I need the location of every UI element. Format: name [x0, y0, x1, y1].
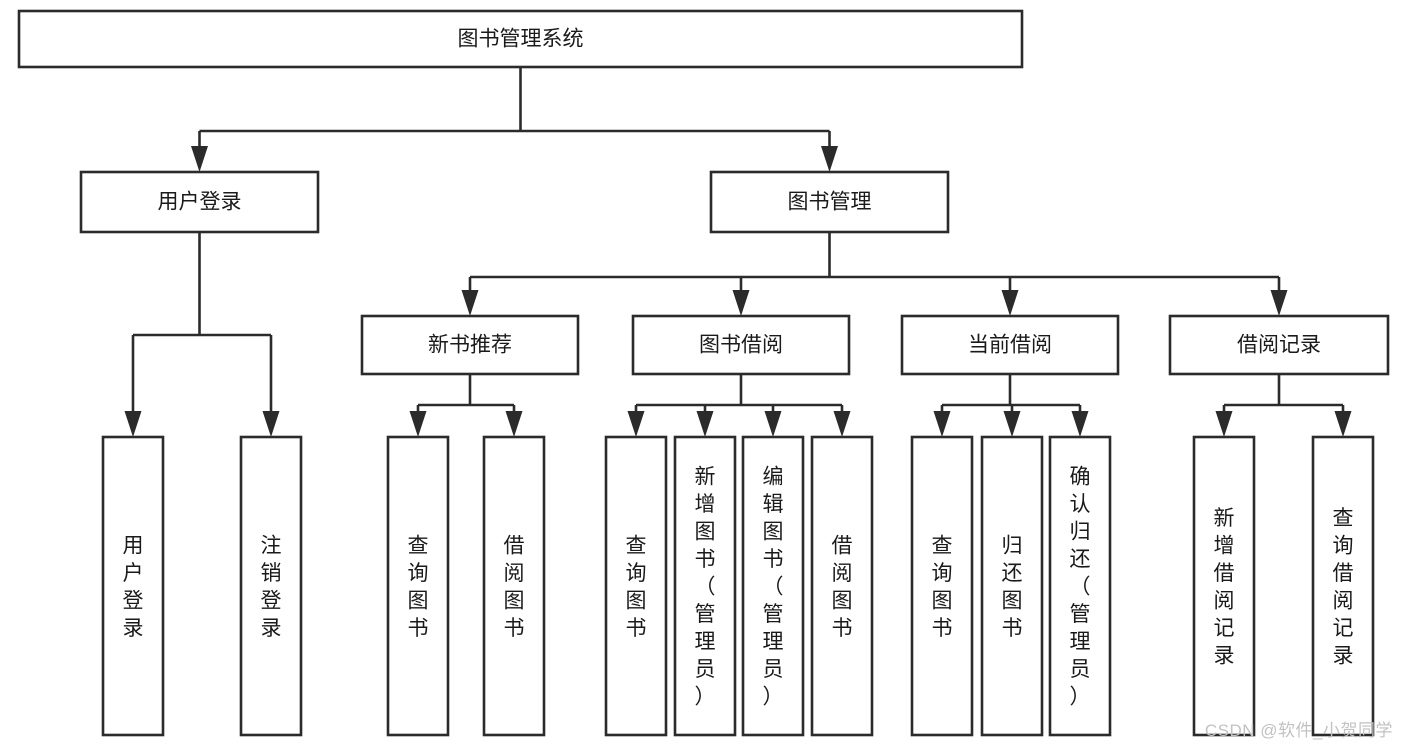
node-label-book-management: 图书管理: [788, 191, 872, 214]
node-user-login[interactable]: 用户登录: [79, 170, 320, 234]
node-leaf-user-login[interactable]: 用户登录: [101, 435, 165, 737]
connector-userlogin-to-leaves: [124, 232, 280, 437]
node-box-cb-confirm-return: [1048, 435, 1112, 737]
node-label-user-login: 用户登录: [158, 191, 242, 214]
node-label-root: 图书管理系统: [458, 28, 584, 51]
node-box-borrow-record: [1168, 314, 1390, 376]
node-box-book-borrow: [631, 314, 851, 376]
node-bb-borrow-book[interactable]: 借阅图书: [810, 435, 874, 737]
node-box-bb-edit-book: [741, 435, 805, 737]
node-label-cb-return-book: 归还图书: [1002, 534, 1023, 640]
node-br-query-record[interactable]: 查询借阅记录: [1311, 435, 1375, 737]
node-label-current-borrow: 当前借阅: [968, 334, 1052, 357]
node-box-leaf-user-login: [101, 435, 165, 737]
node-box-book-management: [709, 170, 950, 234]
node-box-bb-borrow-book: [810, 435, 874, 737]
node-label-bb-add-book: 新增图书（管理员）: [695, 466, 716, 709]
connector-layer: [124, 67, 1352, 437]
connector-bookmgmt-to-level2: [461, 232, 1288, 316]
node-box-bb-add-book: [673, 435, 737, 737]
node-label-br-add-record: 新增借阅记录: [1214, 507, 1235, 668]
node-label-nbr-borrow-book: 借阅图书: [504, 534, 525, 640]
node-book-management[interactable]: 图书管理: [709, 170, 950, 234]
node-current-borrow[interactable]: 当前借阅: [900, 314, 1120, 376]
node-label-cb-query-book: 查询图书: [932, 534, 953, 640]
node-label-bb-query-book: 查询图书: [626, 534, 647, 640]
node-label-cb-confirm-return: 确认归还（管理员）: [1070, 466, 1091, 709]
node-cb-confirm-return[interactable]: 确认归还（管理员）: [1048, 435, 1112, 737]
node-box-br-add-record: [1192, 435, 1256, 737]
connector-nbr-to-leaves: [409, 374, 523, 437]
node-new-book-rec[interactable]: 新书推荐: [360, 314, 580, 376]
node-bb-add-book[interactable]: 新增图书（管理员）: [673, 435, 737, 737]
node-label-leaf-logout: 注销登录: [261, 534, 282, 640]
node-cb-return-book[interactable]: 归还图书: [980, 435, 1044, 737]
node-box-bb-query-book: [604, 435, 668, 737]
node-label-leaf-user-login: 用户登录: [123, 534, 144, 640]
node-box-nbr-borrow-book: [482, 435, 546, 737]
node-box-nbr-query-book: [386, 435, 450, 737]
node-cb-query-book[interactable]: 查询图书: [910, 435, 974, 737]
node-borrow-record[interactable]: 借阅记录: [1168, 314, 1390, 376]
node-bb-edit-book[interactable]: 编辑图书（管理员）: [741, 435, 805, 737]
node-br-add-record[interactable]: 新增借阅记录: [1192, 435, 1256, 737]
node-root[interactable]: 图书管理系统: [17, 9, 1024, 69]
node-label-bb-borrow-book: 借阅图书: [832, 534, 853, 640]
node-label-br-query-record: 查询借阅记录: [1333, 507, 1354, 668]
node-box-leaf-logout: [239, 435, 303, 737]
node-box-cb-query-book: [910, 435, 974, 737]
node-label-borrow-record: 借阅记录: [1237, 334, 1321, 357]
node-label-bb-edit-book: 编辑图书（管理员）: [763, 466, 784, 709]
node-nbr-borrow-book[interactable]: 借阅图书: [482, 435, 546, 737]
node-box-new-book-rec: [360, 314, 580, 376]
watermark-text: CSDN @软件_小贺同学: [1204, 721, 1393, 740]
node-box-cb-return-book: [980, 435, 1044, 737]
node-label-book-borrow: 图书借阅: [699, 334, 783, 357]
node-book-borrow[interactable]: 图书借阅: [631, 314, 851, 376]
connector-br-to-leaves: [1215, 374, 1352, 437]
node-label-nbr-query-book: 查询图书: [408, 534, 429, 640]
node-bb-query-book[interactable]: 查询图书: [604, 435, 668, 737]
node-nbr-query-book[interactable]: 查询图书: [386, 435, 450, 737]
node-box-user-login: [79, 170, 320, 234]
connector-root-to-level1: [191, 67, 838, 172]
node-box-current-borrow: [900, 314, 1120, 376]
node-layer: 图书管理系统用户登录图书管理新书推荐图书借阅当前借阅借阅记录用户登录注销登录查询…: [17, 9, 1390, 737]
node-box-br-query-record: [1311, 435, 1375, 737]
connector-cb-to-leaves: [933, 374, 1089, 437]
node-box-root: [17, 9, 1024, 69]
connector-bb-to-leaves: [627, 374, 851, 437]
node-leaf-logout[interactable]: 注销登录: [239, 435, 303, 737]
node-label-new-book-rec: 新书推荐: [428, 334, 512, 357]
